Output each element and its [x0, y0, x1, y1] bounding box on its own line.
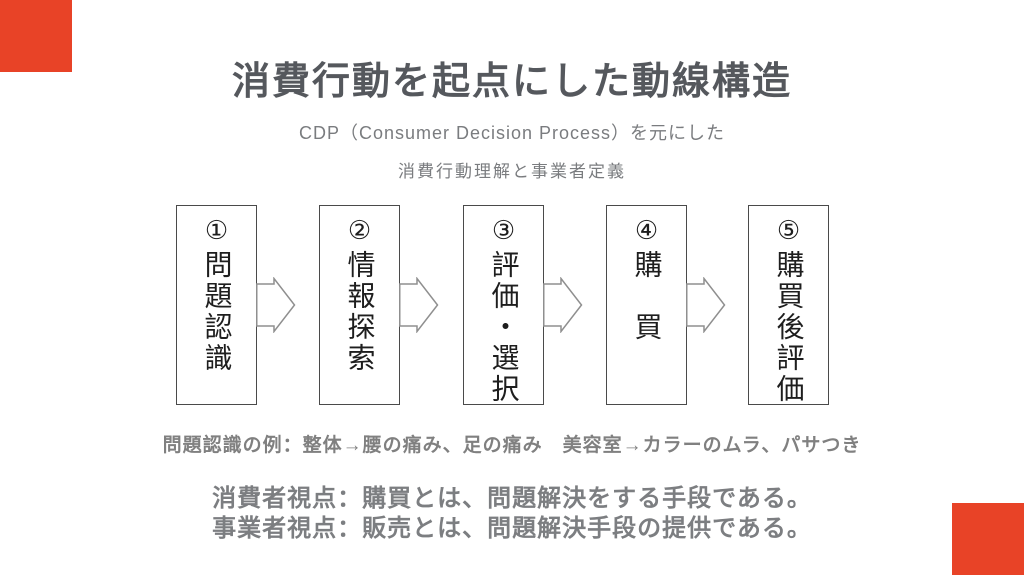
page-title: 消費行動を起点にした動線構造 [231, 61, 792, 103]
step-number-badge: ① [204, 215, 229, 245]
step-number-badge: ③ [491, 215, 516, 245]
right-block-arrow-icon [686, 277, 726, 333]
step-number-badge: ⑤ [776, 215, 801, 245]
step-label: 情報探索 [344, 250, 376, 374]
step-label: 購 買 [631, 250, 663, 343]
business-viewpoint-line: 事業者視点：販売とは、問題解決手段の提供である。 [212, 515, 812, 542]
subtitle-line-1: CDP（Consumer Decision Process）を元にした [298, 123, 726, 143]
step-number-badge: ② [347, 215, 372, 245]
consumer-viewpoint-line: 消費者視点：購買とは、問題解決をする手段である。 [212, 485, 812, 512]
corner-accent-top-left [0, 0, 72, 72]
problem-recognition-example-note: 問題認識の例：整体→腰の痛み、足の痛み 美容室→カラーのムラ、パサつき [162, 435, 862, 456]
process-step-purchase: ④ 購 買 [606, 205, 687, 405]
process-step-problem-recognition: ① 問題認識 [176, 205, 257, 405]
process-step-information-search: ② 情報探索 [319, 205, 400, 405]
corner-accent-bottom-right [952, 503, 1024, 575]
right-block-arrow-icon [399, 277, 439, 333]
step-number-badge: ④ [634, 215, 659, 245]
right-block-arrow-icon [256, 277, 296, 333]
process-step-evaluation-selection: ③ 評価・選択 [463, 205, 544, 405]
subtitle-line-2: 消費行動理解と事業者定義 [398, 162, 626, 181]
step-label: 評価・選択 [488, 250, 520, 405]
step-label: 購買後評価 [773, 250, 805, 405]
viewpoint-definitions: 消費者視点：購買とは、問題解決をする手段である。 事業者視点：販売とは、問題解決… [0, 484, 1024, 544]
right-block-arrow-icon [543, 277, 583, 333]
step-label: 問題認識 [201, 250, 233, 374]
process-step-post-purchase-evaluation: ⑤ 購買後評価 [748, 205, 829, 405]
